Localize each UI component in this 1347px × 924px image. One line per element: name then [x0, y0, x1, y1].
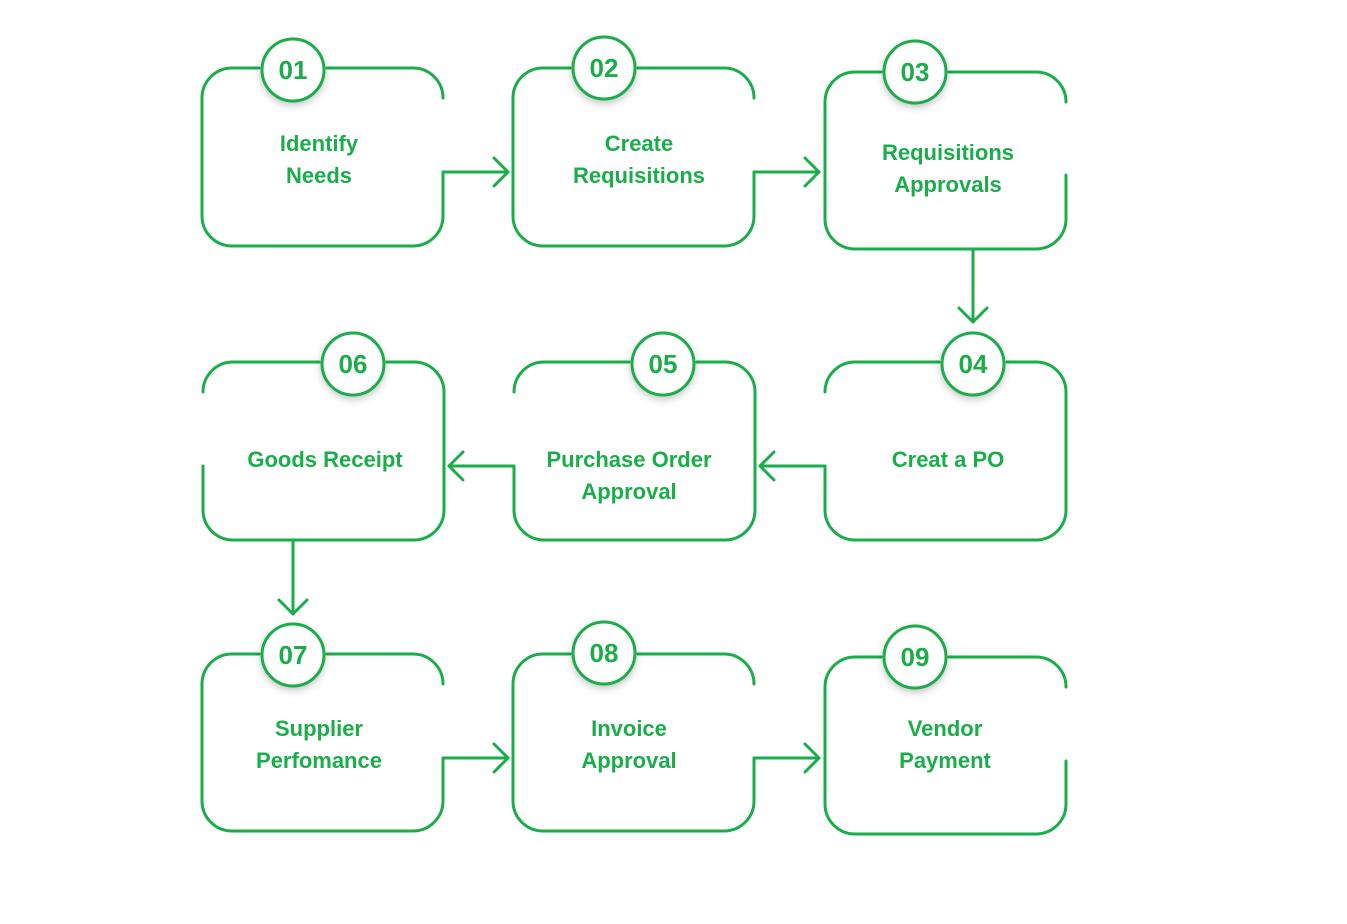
arrow-1-2 [441, 156, 510, 188]
step-box-02 [511, 66, 756, 248]
step-label-line: Payment [899, 748, 991, 773]
step-box-01 [200, 66, 445, 248]
step-number-09: 09 [901, 642, 930, 672]
arrow-2-3 [752, 156, 821, 188]
arrow-3-4 [957, 247, 989, 324]
step-badge-01: 01 [260, 37, 326, 103]
step-label-line: Approvals [894, 172, 1002, 197]
step-badge-06: 06 [320, 331, 386, 397]
step-box-05 [512, 360, 757, 542]
step-number-07: 07 [279, 640, 308, 670]
step-number-badges: 01 02 03 04 05 06 07 08 09 [260, 35, 1006, 690]
flow-arrows [277, 156, 989, 774]
step-box-04 [823, 360, 1068, 542]
step-box-06 [201, 360, 446, 542]
step-label-line: Approval [581, 748, 677, 773]
step-label-line: Identify [279, 131, 359, 156]
step-badge-02: 02 [571, 35, 637, 101]
step-label-line: Goods Receipt [247, 447, 403, 472]
step-number-05: 05 [649, 349, 678, 379]
step-box-03 [823, 70, 1068, 251]
step-number-04: 04 [959, 349, 988, 379]
step-label-line: Creat a PO [891, 447, 1005, 472]
step-box-07 [200, 652, 445, 833]
step-label-06: Goods Receipt [205, 444, 445, 476]
step-number-06: 06 [339, 349, 368, 379]
arrow-6-7 [277, 538, 309, 616]
step-label-line: Needs [285, 163, 353, 188]
step-label-line: Vendor [907, 716, 983, 741]
step-boxes [200, 66, 1068, 836]
step-label-line: Approval [581, 479, 677, 504]
arrow-4-5 [758, 450, 827, 482]
step-number-01: 01 [279, 55, 308, 85]
arrow-7-8 [441, 742, 510, 774]
step-number-02: 02 [590, 53, 619, 83]
step-box-09 [823, 655, 1068, 836]
step-label-line: Supplier [274, 716, 363, 741]
step-label-line: Requisitions [881, 140, 1014, 165]
step-number-08: 08 [590, 638, 619, 668]
step-label-line: Invoice [591, 716, 667, 741]
step-label-line: Perfomance [256, 748, 382, 773]
step-badge-08: 08 [571, 620, 637, 686]
step-badge-05: 05 [630, 331, 696, 397]
step-box-08 [511, 652, 756, 833]
arrow-5-6 [447, 450, 516, 482]
step-label-line: Requisitions [572, 163, 705, 188]
step-badge-09: 09 [882, 624, 948, 690]
step-label-line: Create [604, 131, 674, 156]
step-label-04: Creat a PO [828, 444, 1068, 476]
step-number-03: 03 [901, 57, 930, 87]
step-badge-03: 03 [882, 39, 948, 105]
step-badge-07: 07 [260, 622, 326, 688]
arrow-8-9 [752, 742, 821, 774]
step-badge-04: 04 [940, 331, 1006, 397]
step-label-line: Purchase Order [546, 447, 712, 472]
